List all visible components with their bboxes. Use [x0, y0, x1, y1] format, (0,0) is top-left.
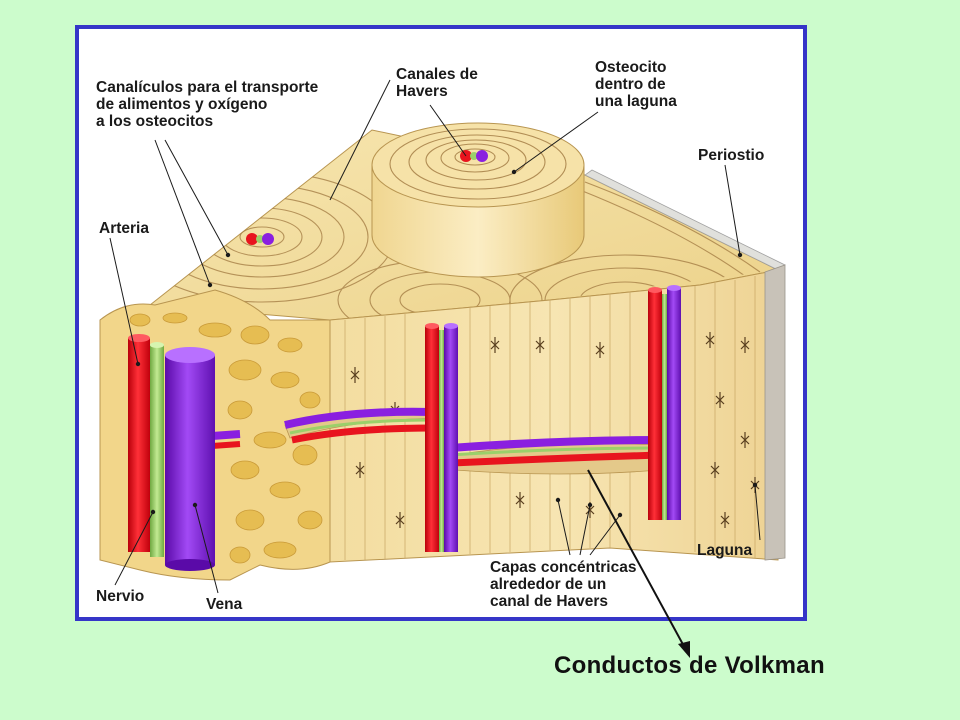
periosteum-side [764, 264, 786, 561]
label-nervio: Nervio [96, 588, 144, 605]
caption-conductos-volkman: Conductos de Volkman [554, 652, 825, 679]
osteon-cylinder [371, 122, 585, 278]
label-canaliculos: Canalículos para el transporte de alimen… [96, 79, 323, 130]
leader-lines [109, 79, 761, 594]
label-periostio: Periostio [698, 147, 764, 164]
vessel-bundle-left [128, 334, 215, 571]
label-vena: Vena [206, 596, 243, 613]
label-arteria: Arteria [99, 220, 149, 237]
osteocyte-marks [350, 332, 760, 528]
volkmann-canals [211, 407, 663, 475]
lamellae-lines [344, 276, 756, 560]
label-canales-havers: Canales de Havers [396, 66, 482, 100]
label-laguna: Laguna [697, 542, 752, 559]
label-osteocito: Osteocito dentro de una laguna [595, 59, 677, 110]
vessel-bundle-right [648, 285, 681, 520]
label-capas: Capas concéntricas alrededor de un canal… [490, 559, 641, 610]
vessel-bundle-center [425, 323, 458, 552]
volkman-arrow [587, 469, 690, 658]
havers-canal-left [246, 233, 274, 245]
